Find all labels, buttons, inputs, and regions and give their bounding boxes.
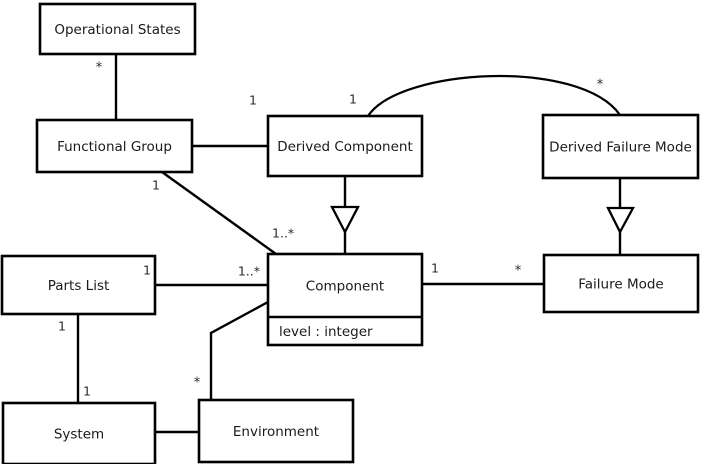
multiplicity-label: 1 (143, 263, 151, 278)
class-name-label: Environment (233, 424, 319, 440)
multiplicity-label: 1 (152, 178, 160, 193)
association-assoc-environment-component (209, 300, 269, 400)
class-box-outline (266, 114, 424, 178)
class-attribute-label: level : integer (279, 324, 373, 340)
generalization-triangle-icon (330, 205, 360, 235)
multiplicity-label-layer: * 1 1 1..* 1 * 1 1..* 1 * 1 1 * (58, 61, 604, 399)
class-box-outline (1, 401, 157, 464)
class-name-label: Operational States (54, 22, 180, 38)
association-gen-derivedcomponent-component (330, 176, 360, 254)
multiplicity-label: 1..* (238, 264, 260, 279)
class-name-label: Functional Group (57, 139, 172, 155)
class-box-outline (35, 118, 194, 174)
multiplicity-label: 1 (431, 261, 439, 276)
connector-line (209, 300, 269, 400)
class-box-failure-mode[interactable]: Failure Mode (542, 253, 700, 314)
class-box-outline (266, 252, 424, 347)
class-name-label: System (54, 427, 104, 443)
multiplicity-label: 1..* (272, 226, 294, 241)
class-box-functional-group[interactable]: Functional Group (35, 118, 194, 174)
class-box-outline (0, 254, 157, 316)
class-name-label: Failure Mode (578, 277, 664, 293)
association-gen-derivedfailuremode-failuremode (606, 178, 635, 255)
multiplicity-label: 1 (349, 92, 357, 107)
class-box-outline (38, 2, 197, 56)
multiplicity-label: * (597, 78, 604, 93)
class-box-parts-list[interactable]: Parts List (0, 254, 157, 316)
class-box-operational-states[interactable]: Operational States (38, 2, 197, 56)
connector-line (161, 171, 277, 255)
class-box-outline (541, 113, 700, 180)
class-box-system[interactable]: System (1, 401, 157, 464)
multiplicity-label: 1 (58, 319, 66, 334)
class-name-label: Derived Component (277, 139, 413, 155)
multiplicity-label: 1 (83, 384, 91, 399)
connector-line (367, 75, 621, 117)
class-box-component[interactable]: Component level : integer (266, 252, 424, 347)
multiplicity-label: 1 (249, 93, 257, 108)
association-assoc-funcgroup-component (161, 171, 277, 255)
multiplicity-label: * (96, 61, 103, 76)
class-name-label: Component (306, 279, 384, 295)
class-box-outline (197, 398, 355, 464)
class-box-outline (542, 253, 700, 314)
association-assoc-derivedcomponent-derivedfailuremode (367, 75, 621, 117)
generalization-triangle-icon (606, 206, 635, 235)
class-box-derived-component[interactable]: Derived Component (266, 114, 424, 178)
class-name-label: Derived Failure Mode (549, 140, 692, 156)
multiplicity-label: * (194, 376, 201, 391)
multiplicity-label: * (515, 264, 522, 279)
class-box-environment[interactable]: Environment (197, 398, 355, 464)
class-box-derived-failure-mode[interactable]: Derived Failure Mode (541, 113, 700, 180)
class-name-label: Parts List (48, 278, 110, 294)
association-layer (76, 54, 635, 434)
